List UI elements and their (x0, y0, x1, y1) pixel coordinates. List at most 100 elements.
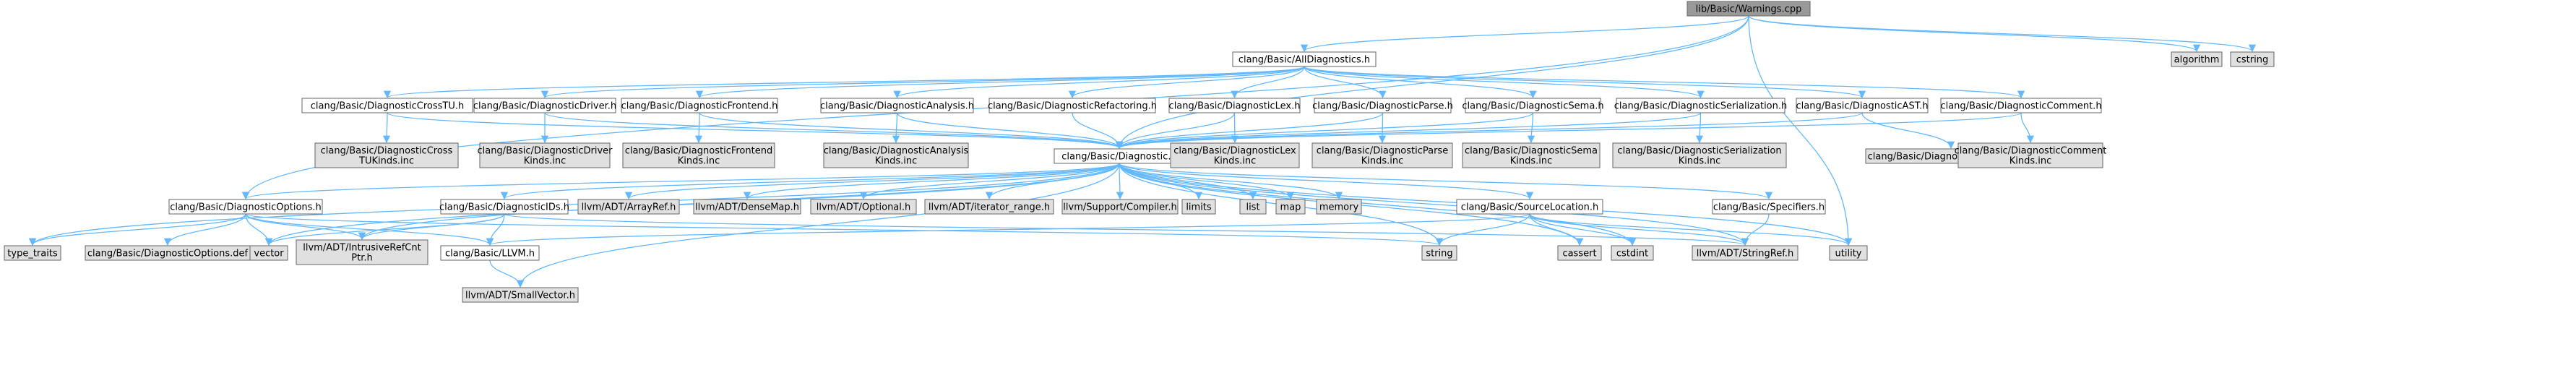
node-label: clang/Basic/DiagnosticAST.h (1796, 101, 1929, 112)
node-list: list (1239, 199, 1267, 215)
node-box (1957, 142, 2103, 168)
edge-alldiag-to-analysis (893, 66, 1305, 99)
node-cstring: cstring (2230, 51, 2275, 67)
edge-sourceloc-to-string (1435, 213, 1530, 246)
node-label: clang/Basic/AllDiagnostics.h (1239, 55, 1370, 66)
node-driver[interactable]: clang/Basic/DiagnosticDriver.h (473, 98, 616, 113)
edge-diagnostic-to-specifiers (1119, 163, 1772, 200)
node-box (1456, 199, 1603, 215)
node-box (621, 98, 778, 113)
node-box (1168, 98, 1301, 113)
node-box (314, 142, 459, 168)
node-label: clang/Basic/DiagnosticAnalysis.h (820, 101, 974, 112)
node-specifiers[interactable]: clang/Basic/Specifiers.h (1712, 199, 1826, 215)
edge-alldiag-to-comment (1304, 66, 2025, 99)
node-label: clang/Basic/DiagnosticFrontend (625, 146, 772, 157)
node-label: clang/Basic/DiagnosticParse (1317, 146, 1448, 157)
node-box (1239, 199, 1267, 215)
node-stringref: llvm/ADT/StringRef.h (1692, 245, 1799, 261)
node-serialization-inc: clang/Basic/DiagnosticSerializationKinds… (1612, 142, 1787, 168)
node-label: cassert (1562, 249, 1596, 259)
node-label: clang/Basic/DiagnosticOptions.h (170, 202, 322, 213)
edge-diagnostic-to-stringref (1119, 163, 1749, 246)
node-box (2171, 51, 2223, 67)
node-ids[interactable]: clang/Basic/DiagnosticIDs.h (439, 199, 569, 215)
edge-analysis-to-diagnostic (896, 112, 1124, 150)
node-label: type_traits (7, 249, 58, 259)
edge-root-to-alldiag (1301, 15, 1749, 53)
node-label: clang/Basic/DiagnosticFrontend.h (621, 101, 778, 112)
edge-diagnostic-to-cstdint (1119, 163, 1637, 246)
node-optional: llvm/ADT/Optional.h (810, 199, 917, 215)
node-label: llvm/ADT/StringRef.h (1697, 249, 1793, 259)
edge-sourceloc-to-cstdint (1529, 213, 1637, 246)
edge-ids-to-intrusive (358, 213, 505, 241)
nodes-layer: lib/Basic/Warnings.cpp clang/Basic/AllDia… (4, 1, 2275, 303)
node-label: clang/Basic/DiagnosticDriver (477, 146, 613, 157)
edge-options-to-type_traits (28, 213, 246, 246)
node-sema[interactable]: clang/Basic/DiagnosticSema.h (1462, 98, 1604, 113)
edge-diagnostic-to-sourceloc (1119, 163, 1533, 200)
node-crosstu[interactable]: clang/Basic/DiagnosticCrossTU.h (301, 98, 473, 113)
edge-diagnostic-to-options (242, 163, 1120, 200)
node-string: string (1421, 245, 1457, 261)
node-root[interactable]: lib/Basic/Warnings.cpp (1687, 1, 1811, 17)
edge-root-to-algorithm (1748, 15, 2200, 53)
node-box (924, 199, 1054, 215)
node-label: clang/Basic/DiagnosticSema (1465, 146, 1598, 157)
node-box (1612, 142, 1787, 168)
edge-diagnostic-to-densemap (743, 163, 1120, 200)
node-diagnostic[interactable]: clang/Basic/Diagnostic.h (1054, 148, 1185, 164)
edge-sourceloc-to-cassert (1529, 213, 1584, 246)
edge-alldiag-to-serialization (1304, 66, 1705, 99)
node-box (988, 98, 1156, 113)
node-label: clang/Basic/DiagnosticSerialization (1617, 146, 1781, 157)
node-label: clang/Basic/DiagnosticSema.h (1462, 101, 1603, 112)
node-algorithm: algorithm (2171, 51, 2223, 67)
node-label: Kinds.inc (2009, 156, 2052, 167)
edge-sourceloc-to-stringref (1529, 213, 1749, 246)
node-refactoring[interactable]: clang/Basic/DiagnosticRefactoring.h (988, 98, 1157, 113)
node-limits: limits (1181, 199, 1216, 215)
node-ast[interactable]: clang/Basic/DiagnosticAST.h (1796, 98, 1929, 113)
node-box (440, 199, 569, 215)
edge-crosstu-to-diagnostic (387, 112, 1123, 150)
node-label: clang/Basic/DiagnosticIDs.h (439, 202, 569, 213)
node-label: llvm/ADT/iterator_range.h (929, 202, 1050, 213)
node-label: clang/Basic/DiagnosticSerialization.h (1614, 101, 1788, 112)
node-frontend[interactable]: clang/Basic/DiagnosticFrontend.h (621, 98, 778, 113)
node-comment[interactable]: clang/Basic/DiagnosticComment.h (1940, 98, 2102, 113)
node-options[interactable]: clang/Basic/DiagnosticOptions.h (168, 199, 323, 215)
edge-diagnostic-to-arrayref (625, 163, 1120, 200)
node-type-traits: type_traits (4, 245, 61, 261)
node-analysis[interactable]: clang/Basic/DiagnosticAnalysis.h (820, 98, 974, 113)
node-box (440, 245, 540, 261)
node-label: clang/Basic/DiagnosticLex.h (1169, 101, 1301, 112)
node-alldiag[interactable]: clang/Basic/AllDiagnostics.h (1232, 51, 1377, 67)
node-label: Ptr.h (351, 253, 372, 264)
node-box (296, 239, 428, 265)
node-parse[interactable]: clang/Basic/DiagnosticParse.h (1312, 98, 1453, 113)
node-compiler: llvm/Support/Compiler.h (1061, 199, 1179, 215)
node-label: clang/Basic/Diagnostic.h (1061, 152, 1176, 163)
edge-options-to-string (245, 213, 1443, 246)
node-serialization[interactable]: clang/Basic/DiagnosticSerialization.h (1614, 98, 1788, 113)
node-label: vector (254, 249, 284, 259)
node-llvmh[interactable]: clang/Basic/LLVM.h (440, 245, 540, 261)
node-memory: memory (1316, 199, 1362, 215)
node-lex[interactable]: clang/Basic/DiagnosticLex.h (1168, 98, 1301, 113)
edge-llvmh-to-smallvector (489, 259, 525, 288)
node-sourceloc[interactable]: clang/Basic/SourceLocation.h (1456, 199, 1603, 215)
node-cassert: cassert (1557, 245, 1602, 261)
node-cstdint: cstdint (1611, 245, 1654, 261)
node-label: clang/Basic/DiagnosticLex (1173, 146, 1296, 157)
node-box (168, 199, 323, 215)
node-box (1611, 245, 1654, 261)
edge-diagnostic-to-compiler (1116, 163, 1124, 200)
edge-root-to-cstring (1748, 15, 2256, 53)
